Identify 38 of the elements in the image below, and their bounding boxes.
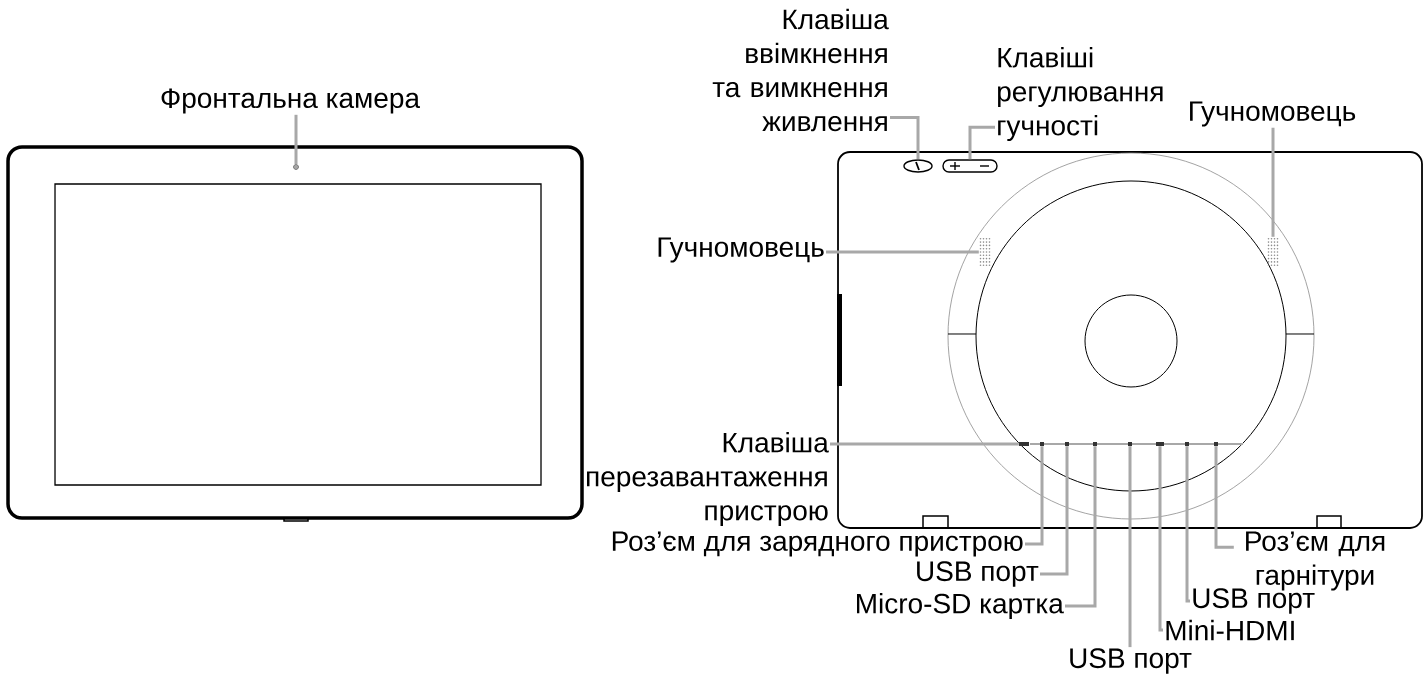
- leader-line: [1040, 446, 1069, 576]
- part-label: Клавіша перезавантаження пристрою: [587, 431, 829, 527]
- leader-line: [968, 125, 995, 160]
- part-label: Micro-SD картка: [857, 592, 1064, 620]
- leader-line: [890, 116, 920, 160]
- power-button: [903, 159, 933, 173]
- port: [1128, 442, 1132, 446]
- port: [1156, 442, 1164, 446]
- port: [1185, 442, 1189, 446]
- leader-line: [1128, 446, 1132, 648]
- port: [1093, 442, 1097, 446]
- part-label: Роз’єм для гарнітури: [1246, 531, 1385, 591]
- speaker-grille: [1267, 238, 1279, 266]
- leader-line: [1214, 446, 1234, 549]
- port: [1214, 442, 1218, 446]
- volume-rocker: [942, 159, 998, 173]
- leader-line: [1158, 446, 1163, 632]
- part-label: Гучномовець: [658, 237, 824, 263]
- part-label: Клавіші регулювання гучності: [998, 46, 1163, 142]
- part-label: Роз’єм для зарядного пристрою: [612, 531, 1023, 557]
- leader-line: [1185, 446, 1190, 603]
- part-label: Клавіша ввімкнення та вимкнення живлення: [712, 8, 889, 132]
- leader-line: [826, 250, 979, 254]
- port: [1065, 442, 1069, 446]
- part-label: Гучномовець: [1190, 101, 1356, 127]
- reset-button: [1019, 442, 1029, 446]
- leader-line: [1271, 127, 1275, 237]
- speaker-grille: [979, 238, 991, 266]
- part-label: Фронтальна камера: [161, 88, 420, 114]
- part-label: Mini-HDMI: [1166, 619, 1294, 641]
- leader-line: [1065, 446, 1097, 608]
- leader-line: [1025, 446, 1044, 546]
- leader-line: [294, 114, 298, 165]
- leader-line: [830, 442, 1019, 446]
- camera-lens: [293, 164, 299, 170]
- part-label: USB порт: [917, 561, 1039, 587]
- part-label: USB порт: [1070, 648, 1192, 674]
- port: [1040, 442, 1044, 446]
